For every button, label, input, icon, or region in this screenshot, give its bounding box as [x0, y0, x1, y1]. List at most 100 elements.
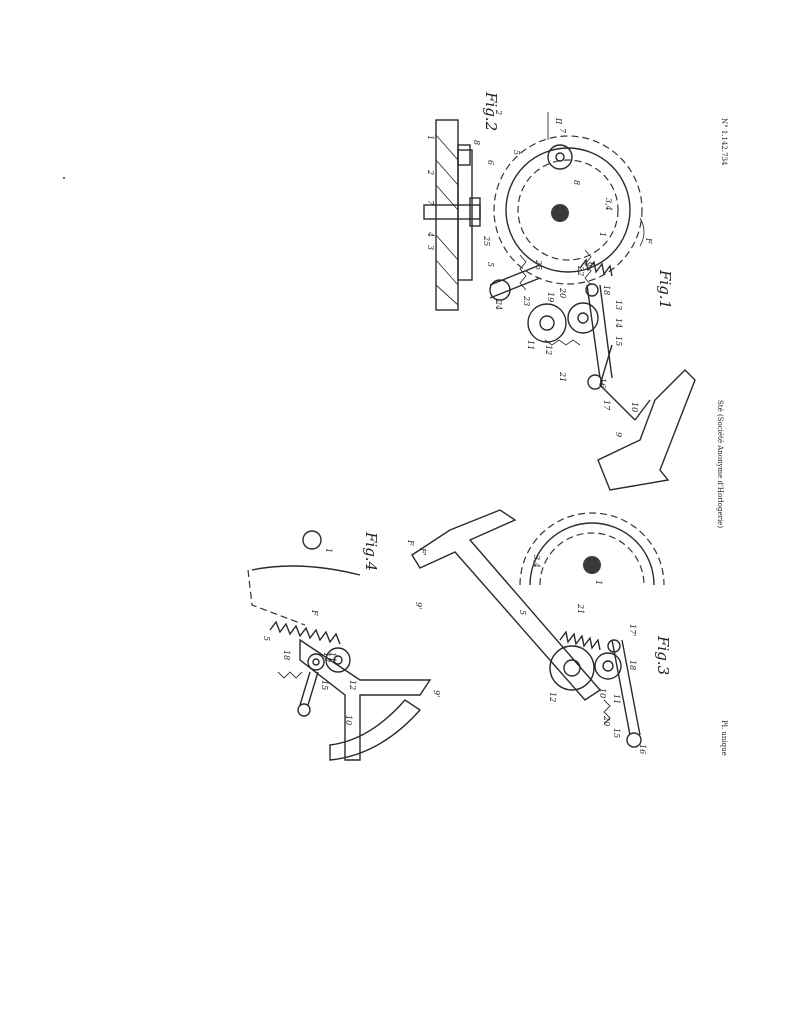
- fig1-label: 25: [534, 259, 543, 270]
- fig4-roller-large: [325, 647, 351, 673]
- fig1-spring-lower: [544, 339, 581, 346]
- fig3-label: 15: [612, 728, 621, 738]
- fig1-label: 24: [494, 299, 503, 310]
- fig4-ratchet-teeth: [269, 620, 341, 645]
- fig4-label: 5: [262, 636, 271, 641]
- fig4-label: 15: [320, 680, 329, 690]
- fig3-wheel-rim: [529, 522, 655, 586]
- figure-2: Fig.2 1 2 3 4 5 6 7 8 25: [423, 91, 500, 311]
- fig3-label: 20: [602, 715, 611, 726]
- fig1-labels: 1 2 3,4 5 6 7 8 9 10 11 12 13 14 15 16 1…: [494, 109, 653, 437]
- fig1-label: 14: [614, 318, 623, 328]
- fig1-label: 13: [614, 300, 623, 310]
- fig1-label: 5: [512, 150, 521, 155]
- fig3-label: 10: [598, 688, 607, 698]
- fig3-label: F: [406, 539, 415, 546]
- fig3-link-pivot: [626, 732, 642, 748]
- stray-mark: [63, 177, 65, 179]
- sheet-label: Pl. unique: [720, 720, 728, 756]
- fig2-label: 7: [426, 200, 435, 206]
- fig3-label: F': [418, 547, 427, 556]
- fig1-label: F: [644, 237, 653, 244]
- fig1-label: 22: [576, 265, 585, 276]
- fig1-label: 19: [546, 292, 555, 302]
- fig1-arbor: [551, 204, 569, 222]
- fig3-spring: [603, 699, 611, 725]
- fig2-label: 5: [486, 262, 495, 267]
- fig1-force-arrow: [639, 217, 645, 247]
- header-strip: N° 1.142.734 Sté (Société Anonyme d'Horl…: [716, 118, 728, 756]
- fig4-sector-dashed: [247, 569, 306, 626]
- fig1-label: 9: [614, 432, 623, 437]
- fig4-label: 11: [328, 652, 337, 662]
- fig3-label: 5: [518, 610, 527, 615]
- fig1-top-pinion: [547, 144, 573, 170]
- fig1-roller-small: [567, 302, 599, 334]
- fig4-link-pivot: [297, 703, 311, 717]
- fig3-link-bar: [611, 639, 641, 736]
- applicant-name: Sté (Société Anonyme d'Horlogerie): [716, 400, 724, 528]
- fig1-t-lever: [597, 369, 696, 491]
- fig4-label: 12: [348, 680, 357, 690]
- fig1-label: 18: [602, 285, 611, 295]
- fig4-label: 17: [322, 652, 331, 663]
- fig3-label: 17': [628, 624, 637, 636]
- fig3-inner-arc: [539, 532, 645, 586]
- fig3-label: 16: [638, 744, 647, 754]
- fig3-label: 9': [414, 602, 423, 609]
- fig2-pinion: [457, 144, 471, 166]
- fig3-roller-small: [594, 652, 622, 680]
- figure-1: Fig.1 II 1 2 3,4: [489, 109, 696, 491]
- fig2-label: 8: [472, 140, 481, 145]
- fig3-arbor: [583, 556, 601, 574]
- fig3-labels: 1 3,4 5 9' 10 11 12 15 16 17' 18 20 21 F…: [406, 539, 647, 754]
- fig4-title: Fig.4: [362, 531, 380, 571]
- fig1-label: 16: [598, 378, 607, 388]
- fig1-label: 11: [526, 340, 535, 350]
- fig4-labels: 1 5 9' 10 11 12 15 17 18 F: [262, 548, 441, 725]
- figure-3: Fig.3 1 3,4 5 9' 10 11 12 15 16 17': [406, 509, 672, 754]
- fig2-plate-2: [457, 149, 473, 281]
- fig2-hatch: [435, 134, 459, 161]
- figure-4: Fig.4 1 5 9' 10 11 12 15 17 18 F: [247, 530, 441, 761]
- fig1-outer-wheel: [493, 135, 643, 285]
- fig2-label: 6: [486, 160, 495, 165]
- fig3-label: 12: [548, 692, 557, 702]
- fig1-label: 17: [602, 400, 611, 411]
- fig1-hammer-link: [599, 344, 651, 421]
- fig4-lever-arc: [329, 699, 422, 761]
- fig3-title: Fig.3: [654, 635, 672, 675]
- fig2-label: 25: [482, 235, 491, 246]
- fig1-title: Fig.1: [656, 269, 674, 309]
- fig1-label: 21: [558, 371, 567, 382]
- fig1-label: 23: [522, 295, 531, 306]
- fig3-label: 21: [576, 603, 585, 614]
- fig2-title: Fig.2: [482, 91, 500, 131]
- fig3-label: 3,4: [532, 555, 541, 568]
- fig1-ratchet-teeth: [579, 258, 613, 277]
- fig1-label: 1: [598, 232, 607, 237]
- fig1-lever-arm: [489, 264, 541, 299]
- fig1-label: 6: [586, 262, 595, 267]
- fig1-label: 8: [572, 180, 581, 185]
- fig1-roller-large: [527, 303, 567, 343]
- fig1-label: 10: [630, 402, 639, 412]
- fig2-label: 1: [426, 135, 435, 140]
- patent-number: N° 1.142.734: [720, 118, 728, 166]
- fig1-label: 2: [494, 109, 503, 115]
- fig1-label: 15: [614, 336, 623, 346]
- fig4-roller-small: [307, 653, 325, 671]
- fig3-label: 1: [594, 580, 603, 585]
- fig3-roller-large: [549, 645, 595, 691]
- fig1-label: 7: [558, 128, 567, 134]
- fig2-label: 4: [426, 231, 435, 237]
- fig4-link-bar: [299, 671, 319, 706]
- fig1-inner-wheel: [517, 159, 619, 261]
- fig1-label: 12: [544, 345, 553, 355]
- fig3-label: 18: [628, 660, 637, 670]
- fig4-label: 10: [344, 715, 353, 725]
- fig4-sector-top: [251, 565, 361, 576]
- fig1-link-pivot: [587, 374, 603, 390]
